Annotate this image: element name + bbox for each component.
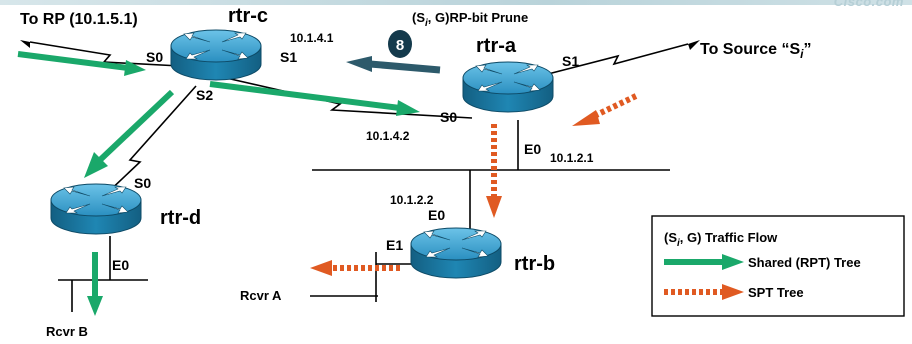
rtr-d-label: rtr-d <box>160 207 201 229</box>
prune-label: (Si, G)RP-bit Prune <box>412 10 528 29</box>
router-rtr-a[interactable] <box>462 61 554 113</box>
rcvr-b-label: Rcvr B <box>46 324 88 339</box>
legend-shared-tree: Shared (RPT) Tree <box>748 255 861 270</box>
prune-arrow <box>346 56 441 74</box>
rtr-b-e1-label: E1 <box>386 237 403 253</box>
router-rtr-c[interactable] <box>170 29 262 81</box>
router-rtr-b[interactable] <box>410 227 502 279</box>
step-badge: 8 <box>388 30 412 58</box>
ip-10-1-4-1: 10.1.4.1 <box>290 31 334 45</box>
title-bar-strip <box>0 0 912 5</box>
serial-link-c-d <box>103 85 197 197</box>
ip-10-1-4-2: 10.1.4.2 <box>366 129 410 143</box>
rtr-a-s0-label: S0 <box>440 109 457 125</box>
rtr-b-e0-label: E0 <box>428 207 445 223</box>
rtr-c-s0-label: S0 <box>146 49 163 65</box>
router-rtr-d[interactable] <box>50 183 142 235</box>
rtr-a-s1-label: S1 <box>562 53 579 69</box>
ip-10-1-2-2: 10.1.2.2 <box>390 193 434 207</box>
step-number: 8 <box>396 37 404 54</box>
spt-tree-arrows <box>310 93 638 276</box>
serial-link-c-a <box>199 71 473 119</box>
shared-tree-arrows <box>17 51 420 316</box>
rtr-c-s2-label: S2 <box>196 87 213 103</box>
legend: (Si, G) Traffic Flow Shared (RPT) Tree S… <box>651 215 905 317</box>
rtr-b-label: rtr-b <box>514 253 555 275</box>
rtr-c-label: rtr-c <box>228 5 268 27</box>
serial-link-to-rp <box>29 41 181 67</box>
legend-spt-tree: SPT Tree <box>748 285 804 300</box>
legend-title: (Si, G) Traffic Flow <box>664 230 778 249</box>
to-rp-label: To RP (10.1.5.1) <box>20 11 138 28</box>
rtr-d-e0-label: E0 <box>112 257 129 273</box>
rtr-a-e0-label: E0 <box>524 141 541 157</box>
to-source-label: To Source “Si” <box>700 41 812 61</box>
rtr-a-label: rtr-a <box>476 35 517 57</box>
rcvr-a-label: Rcvr A <box>240 288 282 303</box>
ip-10-1-2-1: 10.1.2.1 <box>550 151 594 165</box>
rtr-c-s1-label: S1 <box>280 49 297 65</box>
rtr-d-s0-label: S0 <box>134 175 151 191</box>
brand-logo-text: Cisco.com <box>833 0 904 9</box>
serial-link-to-source <box>547 43 689 75</box>
